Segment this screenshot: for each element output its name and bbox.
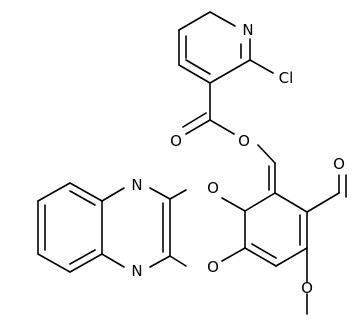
bridge-oxygen-upper-label: O [207, 179, 219, 197]
bond [221, 247, 246, 262]
bond [209, 59, 251, 84]
bond [209, 11, 236, 27]
bond [149, 255, 171, 268]
chlorine-label: Cl [279, 69, 294, 87]
bond [169, 255, 187, 267]
bond [185, 119, 211, 135]
pyridine-nitrogen-label: N [242, 21, 253, 39]
bond [275, 247, 308, 267]
bond [221, 197, 246, 212]
bond [182, 112, 207, 128]
bond [69, 253, 103, 273]
methoxy-oxygen-label: O [301, 279, 313, 297]
bond [169, 189, 187, 200]
bond [306, 192, 340, 213]
bridge-oxygen-lower-label: O [207, 258, 219, 276]
bond [257, 144, 276, 164]
bond [251, 243, 277, 259]
ester-oxygen-label: O [238, 132, 250, 150]
bond [69, 190, 96, 206]
bond [178, 64, 211, 84]
bond [37, 182, 71, 202]
carbonyl-oxygen-right-label: O [333, 155, 345, 173]
bond [69, 182, 103, 202]
carbonyl-oxygen-label: O [170, 132, 182, 150]
bond [185, 59, 211, 75]
bond [149, 187, 171, 200]
pyrazine-nitrogen-lower-label: N [131, 262, 142, 280]
bond [37, 253, 71, 273]
bond [249, 59, 274, 74]
bond [178, 11, 211, 31]
bond [209, 119, 235, 135]
bond-lines [37, 11, 347, 315]
bond [274, 192, 308, 213]
bond [69, 249, 96, 265]
bond [244, 192, 276, 212]
pyrazine-nitrogen-upper-label: N [131, 176, 142, 194]
bond [101, 187, 125, 202]
bond [101, 253, 125, 268]
atom-labels: N Cl O O O O N N O O [131, 21, 345, 297]
bond [244, 247, 277, 267]
